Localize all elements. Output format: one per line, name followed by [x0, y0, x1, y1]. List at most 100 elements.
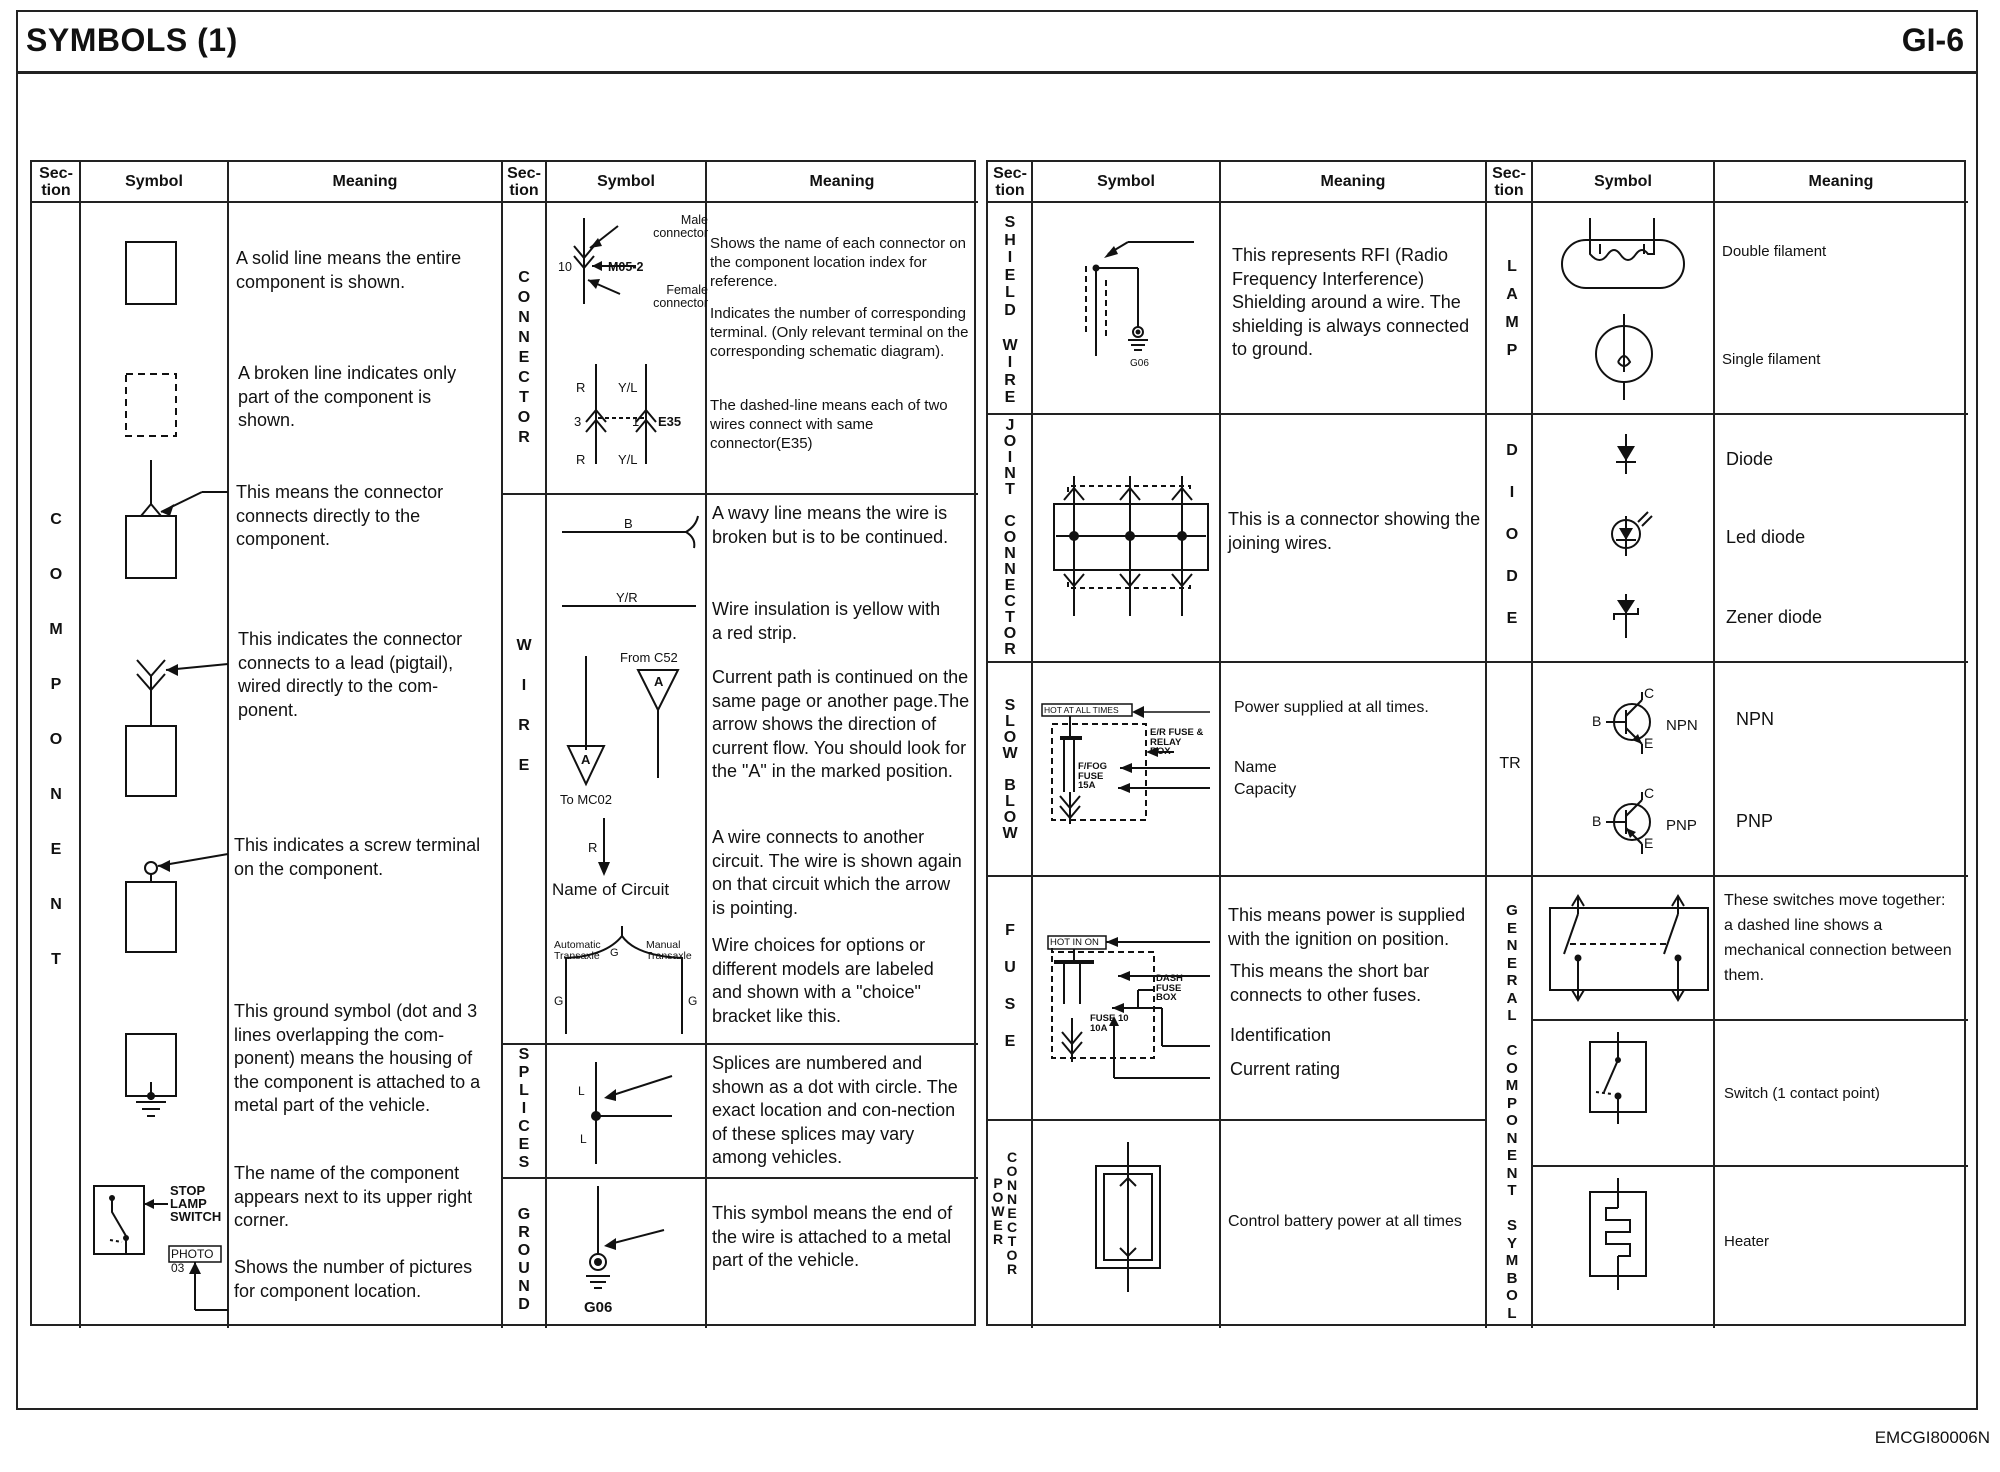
female-connector-label: Female connector: [653, 283, 708, 310]
col-header-symbol-4: Symbol: [1594, 173, 1652, 190]
arrow-a-up-label: A: [654, 674, 664, 689]
component-meaning-5: This indicates a screw terminal on the c…: [234, 835, 481, 879]
section-diode: D I O D E: [1505, 442, 1519, 627]
power-connector-meaning: Control battery power at all times: [1228, 1213, 1462, 1230]
col-header-symbol-3: Symbol: [1097, 173, 1155, 190]
section-wire: W I R E: [516, 637, 532, 774]
component-symbols-svg: [93, 241, 229, 1311]
lamp-symbols: [1534, 204, 1714, 417]
wire-g-left-label: G: [554, 994, 564, 1008]
choice-g-label: G: [610, 947, 619, 959]
diode-meaning-2: Led diode: [1726, 527, 1806, 547]
wire-meaning-3: Current path is continued on the same pa…: [712, 667, 970, 781]
component-symbols: STOP LAMP SWITCH PHOTO 03: [82, 202, 229, 1333]
general-symbols-svg: [1549, 894, 1709, 1290]
lamp-meaning-1: Double filament: [1722, 243, 1827, 260]
slow-blow-symbol-svg: [1041, 703, 1210, 824]
left-symbol-table: Sec- tion Symbol Meaning Sec- tion Symbo…: [30, 160, 978, 1328]
section-power: P O W E R: [991, 1175, 1005, 1247]
left-table-grid: [32, 162, 978, 1328]
wire-yr-label: Y/R: [616, 590, 638, 605]
er-fuse-relay-box-label: E/R FUSE & RELAY BOX: [1150, 727, 1204, 757]
col-header-meaning: Meaning: [332, 173, 398, 190]
wire-g-right-label: G: [688, 994, 698, 1008]
general-meaning-3: Heater: [1724, 1233, 1770, 1250]
npn-symbol-label: NPN: [1666, 717, 1698, 734]
shield-meaning: This represents RFI (Radio Frequency Int…: [1232, 245, 1470, 359]
joint-meaning: This is a connector showing the joining …: [1228, 509, 1481, 553]
col-header-section-3-text: Sec- tion: [993, 165, 1027, 199]
screw-terminal-box: [125, 881, 177, 953]
manual-transaxle-label: Manual Transaxle: [646, 939, 692, 962]
wire-symbols-svg: [562, 515, 699, 1034]
section-shield-wire: S H I E L D W I R E: [1002, 214, 1018, 406]
dash-fuse-box-label: DASH FUSE BOX: [1156, 973, 1183, 1003]
fuse-symbol-svg: [1047, 935, 1210, 1079]
transistor-symbols-svg: [1606, 692, 1651, 854]
terminal-1-label: 1: [632, 414, 640, 429]
automatic-transaxle-label: Automatic Transaxle: [554, 939, 601, 962]
slow-blow-meaning-2: Name: [1234, 759, 1277, 776]
lamp-meaning-2: Single filament: [1722, 351, 1821, 368]
document-id: EMCGI80006N: [1874, 1428, 1990, 1447]
tr-meaning-1: NPN: [1736, 709, 1775, 729]
splice-symbol-svg: [591, 1062, 673, 1164]
wire-meaning-2: Wire insulation is yellow with a red str…: [712, 599, 941, 643]
fuse-meaning-3: Identification: [1230, 1025, 1332, 1045]
wire-yl-top-label: Y/L: [618, 380, 638, 395]
section-component: C O M P O N E N T: [49, 511, 63, 968]
col-header-section: Sec- tion: [32, 165, 80, 199]
name-of-circuit-label: Name of Circuit: [552, 880, 670, 899]
direct-connector-box: [125, 515, 177, 579]
fuse-symbol: HOT IN ON DASH FUSE BOX FUSE 10 10A: [1034, 878, 1220, 1123]
stop-lamp-switch-label: STOP LAMP SWITCH: [170, 1183, 222, 1224]
page-header: SYMBOLS (1) GI-6: [16, 10, 1978, 74]
connector-meaning-3: The dashed-line means each of two wires …: [710, 397, 948, 452]
hot-at-all-times-label: HOT AT ALL TIMES: [1044, 705, 1119, 715]
hot-in-on-label: HOT IN ON: [1050, 937, 1099, 948]
e35-label: E35: [658, 414, 682, 429]
pnp-b-label: B: [1592, 813, 1602, 829]
col-header-meaning-3: Meaning: [1320, 173, 1386, 190]
npn-b-label: B: [1592, 713, 1602, 729]
diode-symbols: [1534, 416, 1714, 667]
right-table-grid: [988, 162, 1968, 1328]
power-connector-symbol-svg: [1095, 1142, 1161, 1292]
wire-symbols: B Y/R From C52 A A To MC02 R Name of Cir…: [548, 496, 706, 1047]
shield-wire-symbol-svg: [1085, 241, 1194, 356]
fuse-meaning-2: This means the short bar connects to oth…: [1230, 961, 1430, 1005]
pnp-c-label: C: [1644, 785, 1655, 801]
slow-blow-meaning-3: Capacity: [1234, 781, 1297, 798]
ffog-fuse-label: F/FOG FUSE 15A: [1078, 761, 1108, 791]
from-c52-label: From C52: [620, 650, 678, 665]
general-meaning-2: Switch (1 contact point): [1724, 1085, 1880, 1102]
wire-b-label: B: [624, 516, 633, 531]
page-number: GI-6: [1901, 22, 1964, 58]
shield-wire-symbol: G06: [1034, 204, 1220, 417]
wire-meaning-4: A wire connects to another circuit. The …: [712, 827, 962, 918]
section-slow-blow: S L O W B L O W: [1002, 697, 1018, 842]
terminal-10-label: 10: [558, 260, 572, 274]
component-meaning-7: The name of the component appears next t…: [234, 1163, 473, 1230]
pnp-symbol-label: PNP: [1666, 817, 1697, 834]
section-general-component-symbol: G E N E R A L C O M P O N E N T S Y M B …: [1505, 902, 1519, 1322]
col-header-section-text: Sec- tion: [39, 165, 73, 199]
connector-symbol: Male connector Female connector 10 M05-2…: [548, 202, 708, 497]
connector-meaning-2: Indicates the number of corresponding te…: [710, 305, 969, 360]
col-header-meaning-2: Meaning: [809, 173, 875, 190]
col-header-section-4: Sec- tion: [1486, 165, 1532, 199]
component-meaning-3: This means the connector connects direct…: [236, 482, 444, 549]
component-meaning-8: Shows the number of pictures for compone…: [234, 1257, 473, 1301]
shield-g06-label: G06: [1130, 358, 1149, 369]
splice-l-top-label: L: [578, 1084, 585, 1098]
to-mc02-label: To MC02: [560, 792, 613, 807]
pigtail-box: [125, 725, 177, 797]
section-power-connector: C O N N E C T O R: [1006, 1149, 1018, 1277]
ground-symbol-svg: [586, 1186, 665, 1289]
wire-r-top-label: R: [576, 380, 586, 395]
general-symbols: [1534, 878, 1714, 1331]
power-connector-symbol: [1034, 1122, 1220, 1331]
page-frame: [16, 10, 1978, 1410]
col-header-section-3: Sec- tion: [988, 165, 1032, 199]
component-meaning-1: A solid line means the entire component …: [236, 248, 462, 292]
